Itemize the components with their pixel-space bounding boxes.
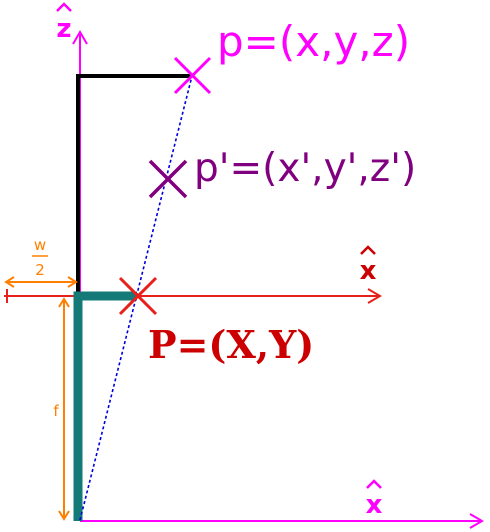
- point-p-marker: [173, 56, 212, 95]
- x-axis-hat-bottom: [366, 479, 382, 489]
- image-plane-x-axis-arrowhead: [367, 288, 382, 304]
- camera-frame: [73, 291, 137, 521]
- z-axis-arrowhead: [72, 30, 88, 45]
- x-axis-label-top: x: [360, 256, 377, 286]
- point-p-label: p=(x,y,z): [217, 17, 410, 66]
- half-width-numerator: w: [34, 236, 46, 254]
- half-width-denominator: 2: [35, 261, 45, 279]
- x-axis-hat-top: [360, 245, 376, 255]
- x-axis-label-bottom: x: [366, 490, 383, 520]
- bottom-x-axis-arrowhead: [469, 513, 484, 529]
- point-p-guide-lines: [76, 74, 192, 296]
- z-axis-label: z: [56, 14, 71, 44]
- projection-ray: [79, 75, 193, 521]
- point-p-prime-label: p'=(x',y',z'): [194, 146, 416, 191]
- z-axis-hat: [56, 2, 72, 12]
- focal-length-dimension-arrow: [58, 297, 70, 521]
- point-p-prime-marker: [148, 159, 188, 199]
- focal-length-label: f: [53, 402, 59, 420]
- point-P-label: P=(X,Y): [148, 322, 314, 367]
- point-P-marker: [118, 276, 158, 316]
- half-width-dimension-arrow: [4, 276, 78, 288]
